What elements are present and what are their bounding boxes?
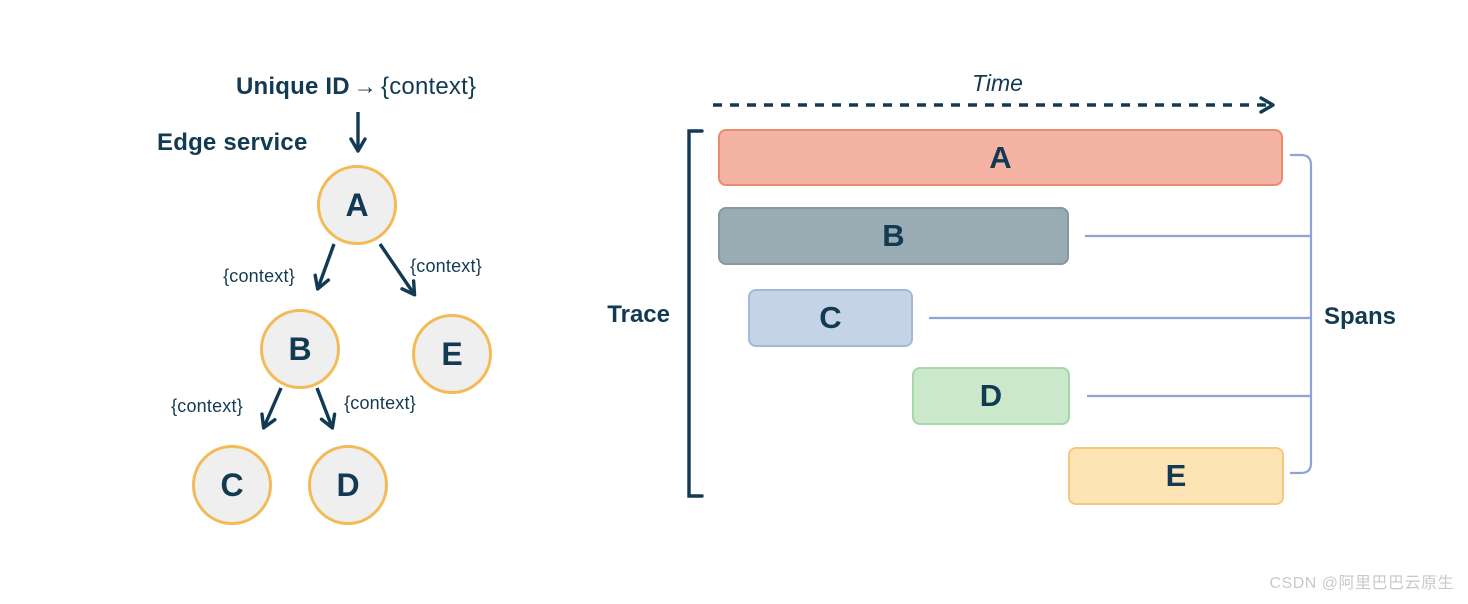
edge-a-to-b-arrow (313, 243, 336, 291)
edge-b-to-c-arrow (260, 387, 283, 430)
context-label-a-b: {context} (223, 266, 295, 286)
span-bar-c: C (748, 289, 913, 347)
service-node-e-label: E (441, 335, 463, 372)
span-bar-e-label: E (1165, 458, 1187, 493)
span-bar-a-label: A (989, 139, 1012, 175)
service-node-d-label: D (336, 466, 360, 503)
edge-b-to-d-arrow (315, 387, 337, 430)
span-bar-c-label: C (819, 300, 842, 335)
edge-service-label: Edge service (157, 129, 308, 156)
context-label-b-d: {context} (344, 393, 416, 413)
spans-bracket (1290, 153, 1313, 475)
trace-label: Trace (607, 301, 670, 328)
service-node-c: C (192, 445, 272, 525)
watermark-text: CSDN @阿里巴巴云原生 (1269, 575, 1454, 592)
service-node-d: D (308, 445, 388, 525)
context-label-b-c: {context} (171, 396, 243, 416)
time-axis-label: Time (972, 70, 1023, 96)
span-bar-d: D (912, 367, 1070, 425)
service-node-b: B (260, 309, 340, 389)
service-node-a-label: A (345, 186, 369, 223)
right-arrow-glyph: → (353, 73, 377, 99)
service-node-e: E (412, 314, 492, 394)
span-bar-d-label: D (979, 378, 1003, 413)
unique-id-label: Unique ID (236, 73, 350, 100)
span-bar-b-label: B (882, 218, 905, 253)
context-label-a-e: {context} (410, 256, 482, 276)
service-node-b-label: B (288, 330, 312, 367)
service-node-a: A (317, 165, 397, 245)
span-bar-e: E (1068, 447, 1284, 505)
spans-label: Spans (1324, 303, 1397, 330)
service-node-c-label: C (220, 466, 244, 503)
trace-bracket (687, 129, 704, 498)
unique-id-title: Unique ID → {context} (236, 73, 476, 101)
context-title-label: {context} (381, 73, 477, 100)
span-bar-a: A (718, 129, 1283, 186)
edge-a-to-e-arrow (378, 243, 417, 297)
span-bar-b: B (718, 207, 1069, 265)
